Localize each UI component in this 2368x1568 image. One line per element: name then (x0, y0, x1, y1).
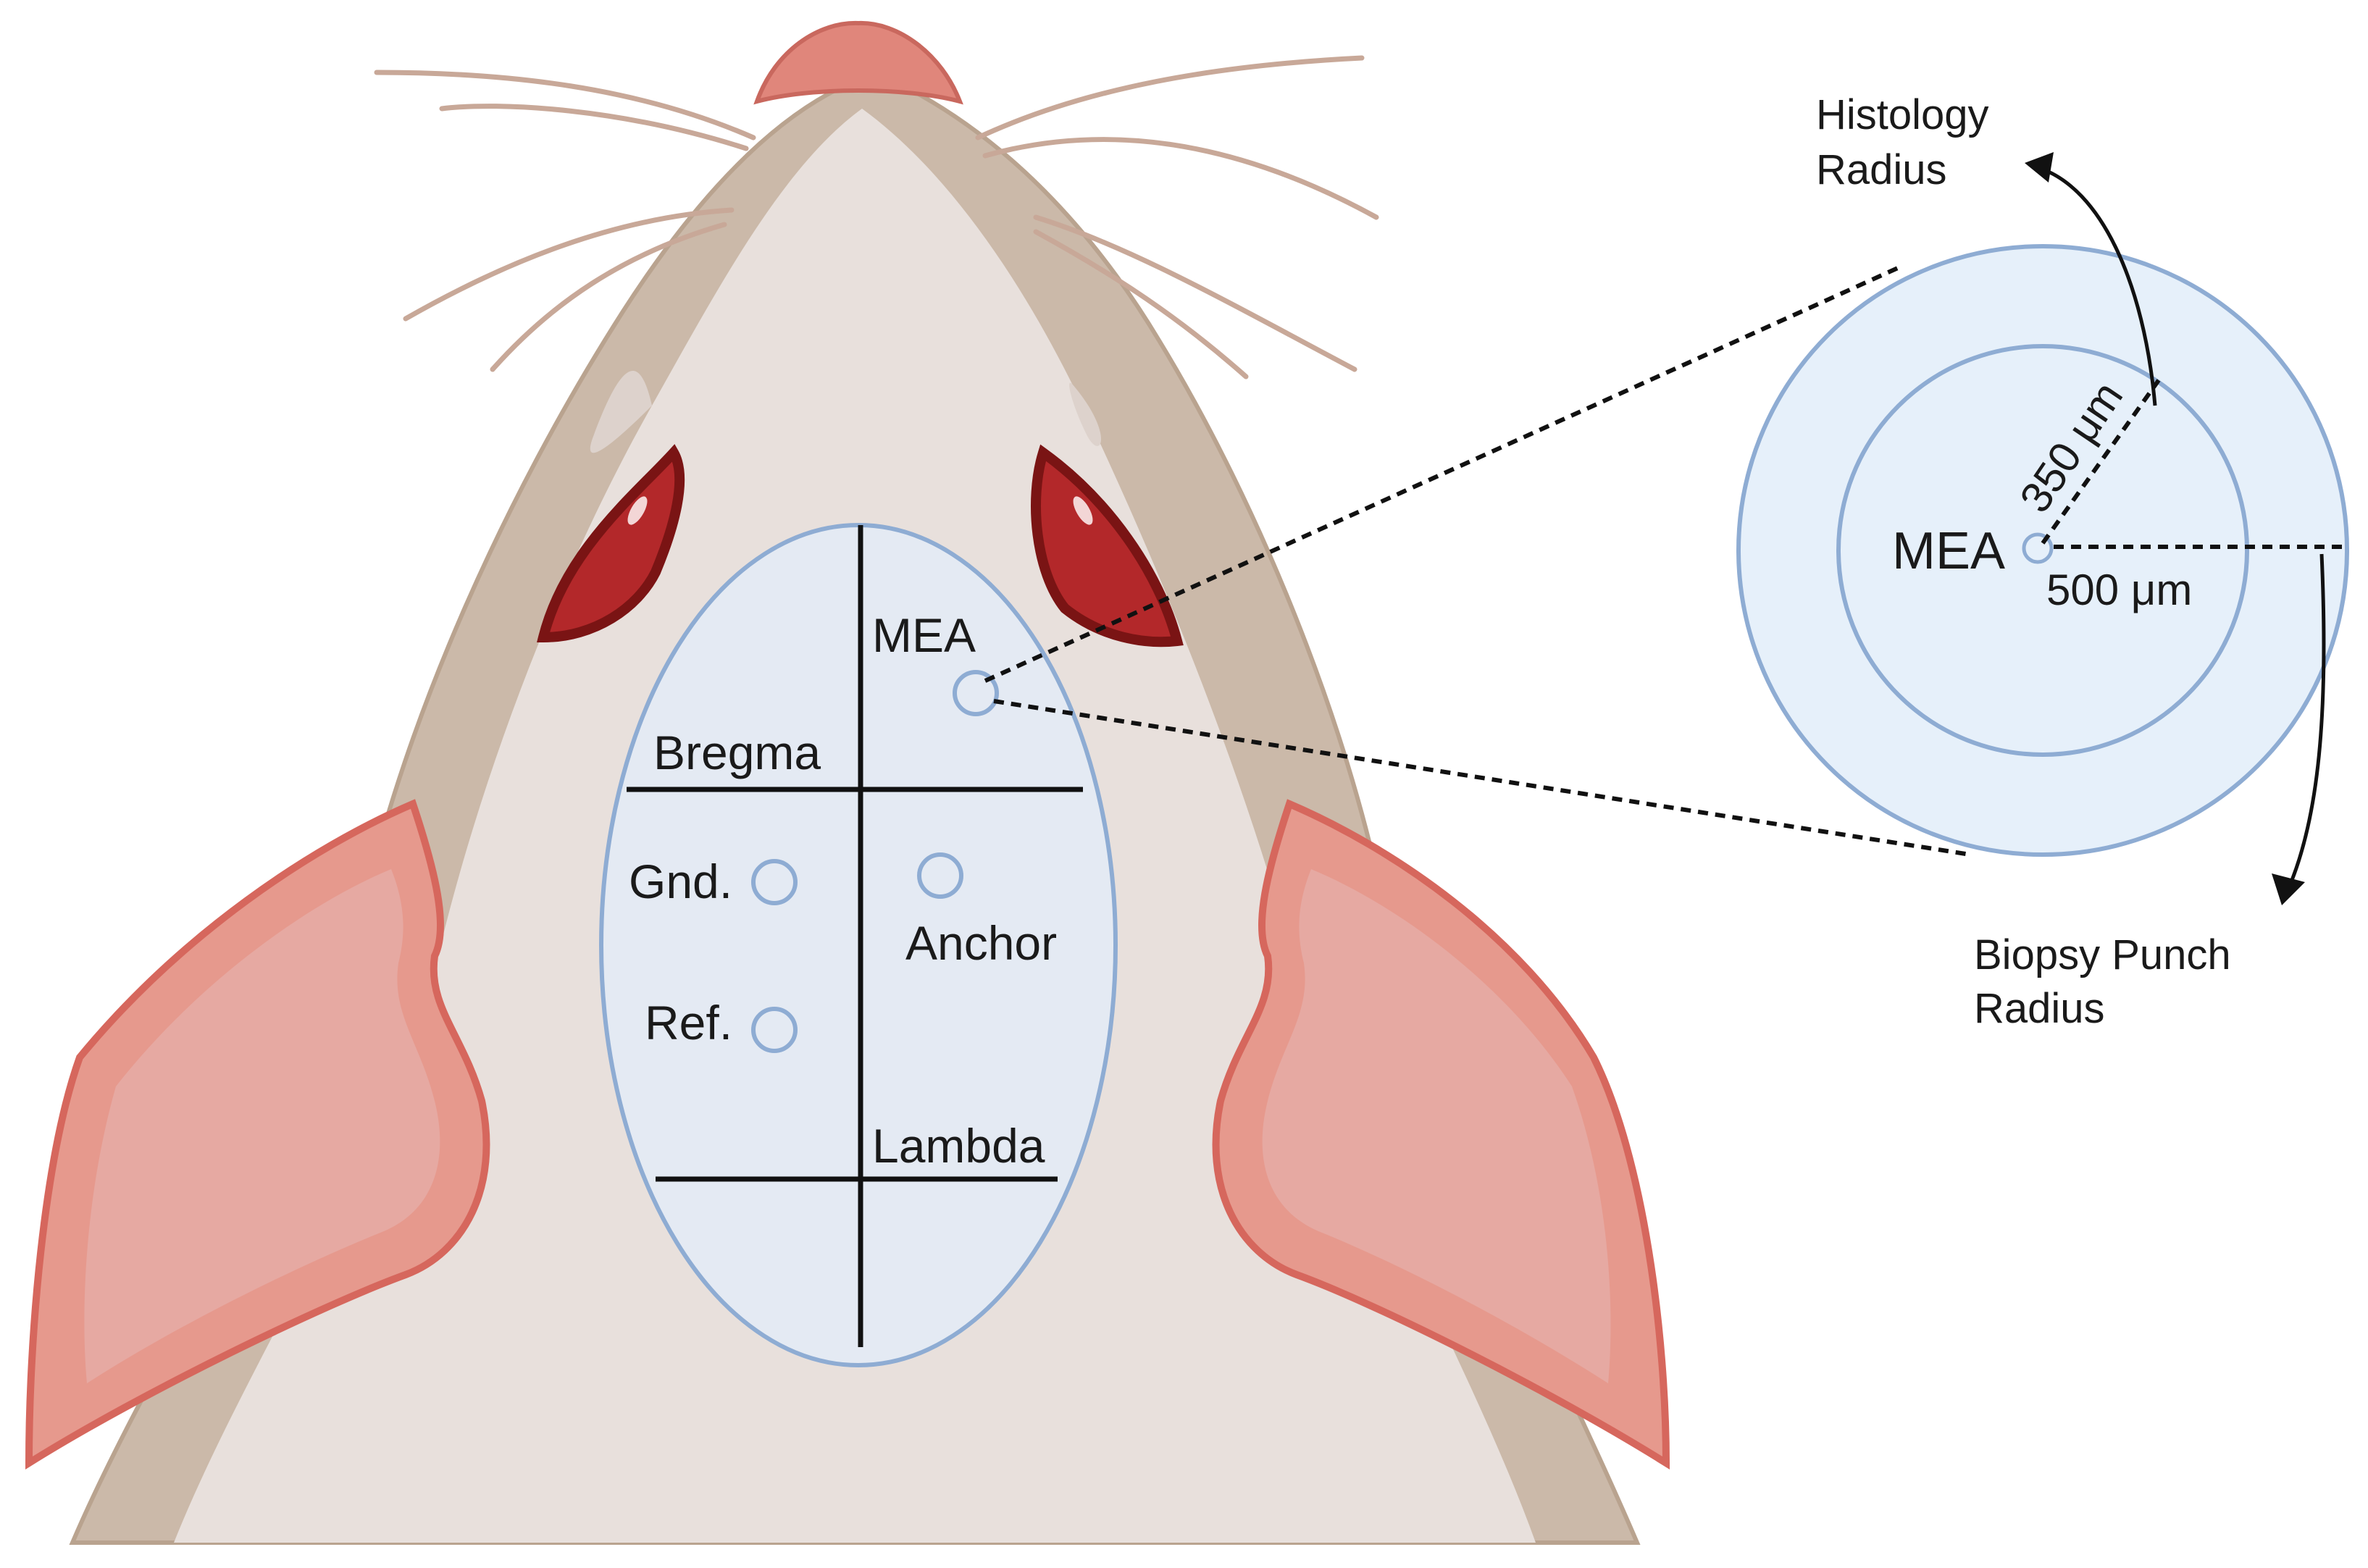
zoom-line-upper (984, 266, 1899, 683)
inset-mea-label: MEA (1892, 522, 2005, 580)
mea-label: MEA (872, 608, 976, 662)
histology-label-line1: Histology (1816, 91, 1989, 138)
snout-highlight-left (590, 371, 652, 453)
skull-window: MEA Bregma Gnd. Anchor Ref. Lambda (599, 523, 1118, 1367)
radius-500-label: 500 μm (2046, 566, 2192, 614)
nose (753, 20, 963, 105)
biopsy-arrowhead (2272, 873, 2305, 905)
lambda-label: Lambda (872, 1119, 1045, 1173)
snout-highlight-right (1069, 382, 1101, 446)
ear-left-inner (84, 869, 440, 1383)
histology-arrow (2038, 166, 2157, 406)
anchor-label: Anchor (905, 916, 1057, 970)
eye-right (1031, 444, 1184, 647)
ear-right-inner (1262, 869, 1611, 1383)
histology-arrowhead (2025, 152, 2054, 183)
ears (25, 799, 1670, 1470)
zoom-line-lower (993, 699, 1971, 857)
mea-site-marker (953, 670, 999, 716)
anchor-site-marker (917, 852, 963, 899)
eyes (537, 444, 1184, 647)
inset-mea-marker (2022, 532, 2054, 564)
reference-site-marker (751, 1007, 798, 1053)
biopsy-label-line1: Biopsy Punch (1974, 931, 2231, 978)
histology-label-line2: Radius (1816, 146, 1947, 193)
ground-label: Gnd. (629, 855, 732, 908)
whiskers (374, 55, 1379, 380)
inset-magnification: MEA 350 μm 500 μm Histology Radius Biops… (1736, 91, 2349, 1032)
histology-circle (1836, 344, 2249, 757)
zoom-lines (984, 266, 1971, 857)
biopsy-label-line2: Radius (1974, 985, 2105, 1032)
ground-site-marker (751, 859, 798, 905)
biopsy-arrow (2287, 553, 2326, 888)
reference-label: Ref. (645, 996, 732, 1049)
bregma-label: Bregma (653, 726, 821, 779)
